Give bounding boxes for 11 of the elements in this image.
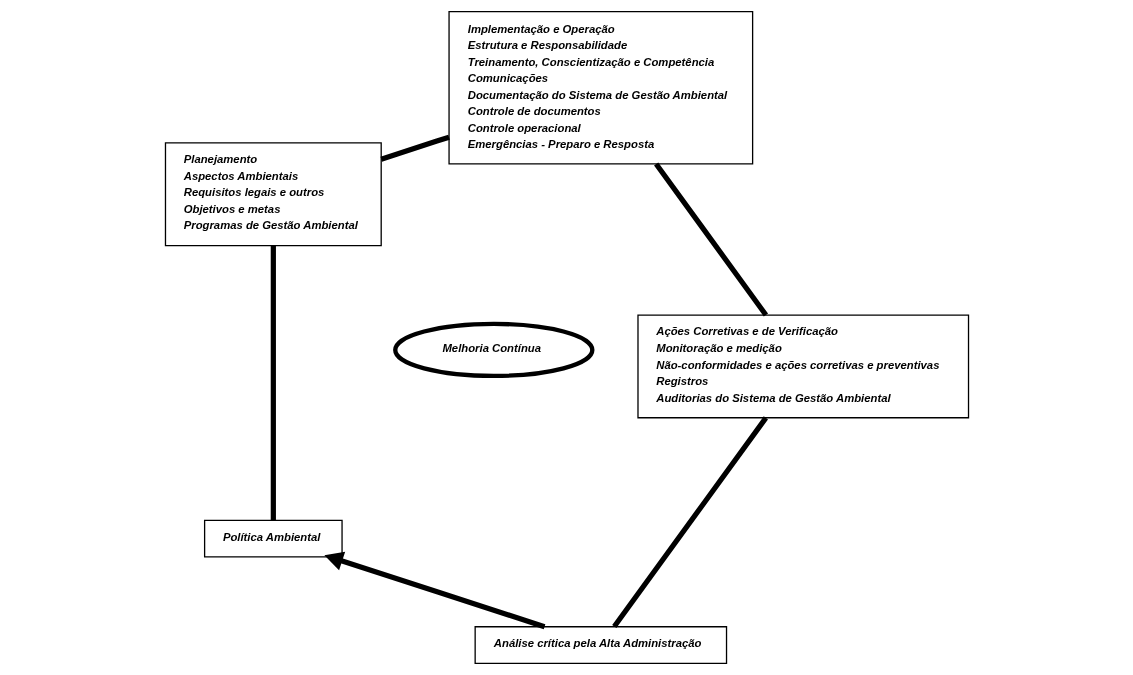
- connector: [653, 162, 768, 317]
- node-box: Análise crítica pela Alta Administração: [474, 626, 727, 664]
- connector: [611, 416, 768, 629]
- node-box: Política Ambiental: [203, 519, 343, 558]
- node-ellipse: Melhoria Contínua: [392, 321, 594, 379]
- connector: [270, 245, 276, 521]
- connector: [379, 134, 450, 162]
- arrow: [323, 551, 545, 630]
- node-box: Implementação e Operação Estrutura e Responsabilidade Treinamento, Conscientização e Competência Comunicações Documentação do Sistema de Gestão Ambiental Controle de documentos Controle operacional Emergências - Preparo e Resposta: [447, 11, 753, 165]
- node-box: Planejamento Aspectos Ambientais Requisitos legais e outros Objetivos e metas Programas de Gestão Ambiental: [164, 142, 382, 247]
- node-box: Ações Corretivas e de Verificação Monitoração e medição Não-conformidades e ações corretivas e preventivas Registros Auditorias do Sistema de Gestão Ambiental: [636, 314, 969, 419]
